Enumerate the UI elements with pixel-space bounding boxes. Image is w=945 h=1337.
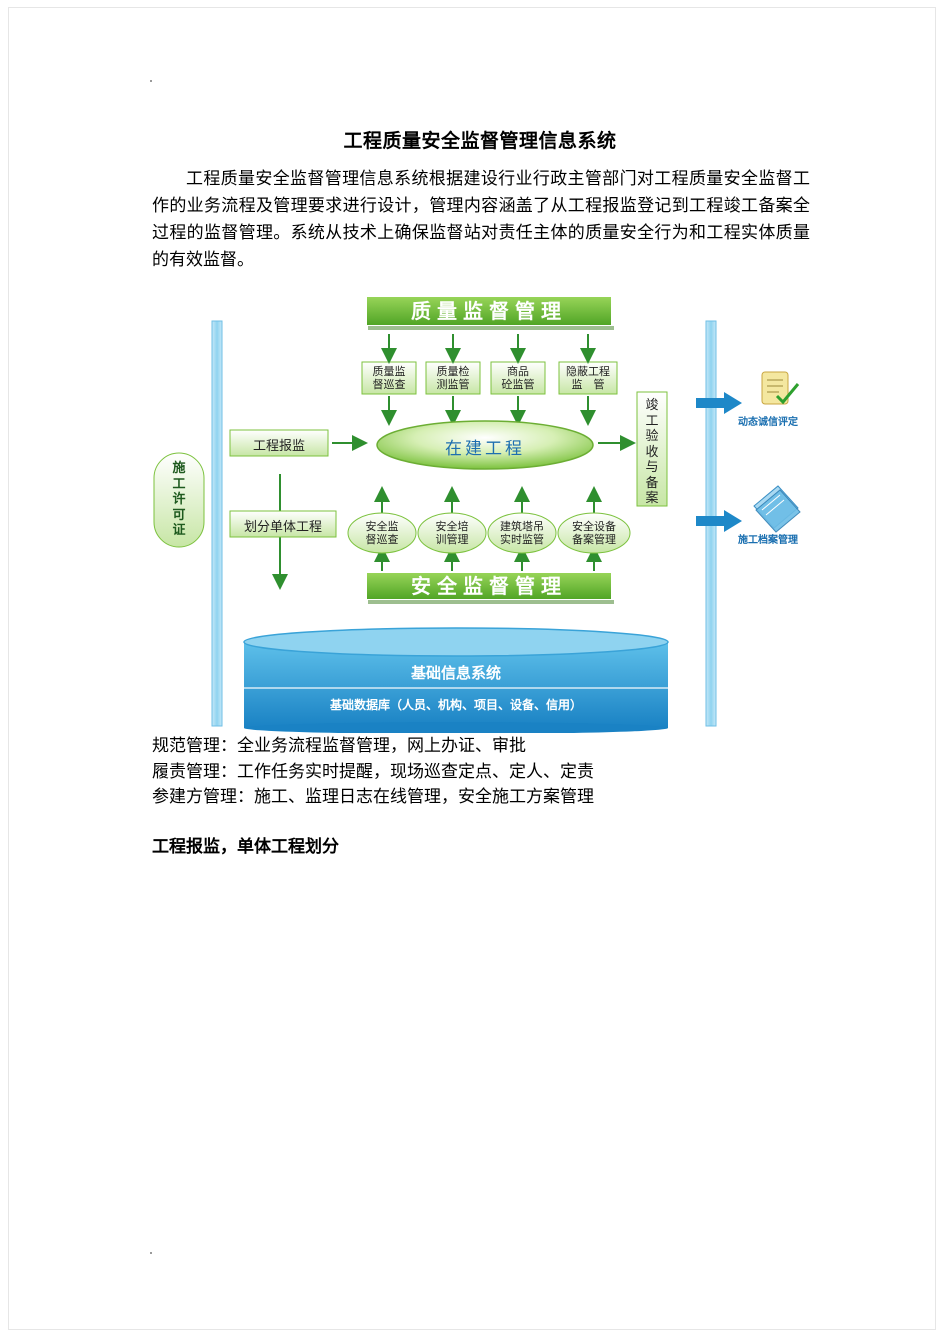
diagram-graphics xyxy=(153,295,801,733)
left-bottom-box xyxy=(229,510,337,538)
top-band xyxy=(365,295,613,327)
bottom-oval-label: 安全设备备案管理 xyxy=(572,520,616,546)
system-diagram: 质量监督管理 质量监督巡查 质量检测监管 商品砼监管 隐蔽工程监 管 在建工程 … xyxy=(150,288,830,733)
corner-mark xyxy=(150,80,152,82)
center-label: 在建工程 xyxy=(445,439,525,459)
line-item: 参建方管理：施工、监理日志在线管理，安全施工方案管理 xyxy=(152,787,594,807)
left-vertical-bar xyxy=(211,320,223,727)
top-box xyxy=(361,361,417,395)
left-top-box-label: 工程报监 xyxy=(252,439,305,454)
management-lines: 规范管理：全业务流程监督管理，网上办证、审批 履责管理：工作任务实时提醒，现场巡… xyxy=(152,734,594,811)
output-arrow xyxy=(696,510,742,532)
top-box-label: 质量检测监管 xyxy=(436,365,470,391)
database-title: 基础信息系统 xyxy=(410,664,501,682)
line-item: 履责管理：工作任务实时提醒，现场巡查定点、定人、定责 xyxy=(152,761,594,782)
document-title: 工程质量安全监督管理信息系统 xyxy=(343,130,617,152)
bottom-oval xyxy=(487,512,557,554)
intro-paragraph: 工程质量安全监督管理信息系统根据建设行业行政主管部门对工程质量安全监督工作的业务… xyxy=(152,169,810,270)
top-band-label: 质量监督管理 xyxy=(411,299,567,323)
corner-mark xyxy=(150,1252,152,1254)
top-box-label: 隐蔽工程监 管 xyxy=(566,365,610,391)
right-tall-box xyxy=(636,391,668,507)
top-box-label: 质量监督巡查 xyxy=(372,365,406,391)
bottom-oval xyxy=(557,512,631,554)
top-box-label: 商品砼监管 xyxy=(501,365,535,391)
output-label-archive: 施工档案管理 xyxy=(738,535,798,546)
bottom-oval xyxy=(347,512,417,554)
center-ellipse xyxy=(376,420,594,470)
bottom-oval xyxy=(417,512,487,554)
left-bottom-box-label: 划分单体工程 xyxy=(243,520,322,535)
bottom-oval-label: 安全监督巡查 xyxy=(365,520,399,546)
output-label-credit: 动态诚信评定 xyxy=(738,417,798,428)
database-subtitle: 基础数据库（人员、机构、项目、设备、信用） xyxy=(329,698,582,712)
right-box-label: 竣工验收与备案 xyxy=(645,398,659,506)
bottom-band xyxy=(365,571,613,601)
section-heading: 工程报监，单体工程划分 xyxy=(152,837,339,857)
left-pill-label: 施工许可证 xyxy=(172,461,186,538)
output-arrow xyxy=(696,392,742,414)
left-pill xyxy=(153,452,205,548)
bottom-oval-label: 建筑塔吊实时监管 xyxy=(500,520,544,546)
bottom-band-label: 安全监督管理 xyxy=(411,574,567,598)
page-frame xyxy=(8,7,936,1330)
document-check-icon xyxy=(761,371,800,405)
left-top-box xyxy=(229,429,329,457)
files-icon xyxy=(753,485,801,533)
bottom-oval-label: 安全培训管理 xyxy=(435,520,469,546)
line-item: 规范管理：全业务流程监督管理，网上办证、审批 xyxy=(152,736,526,756)
